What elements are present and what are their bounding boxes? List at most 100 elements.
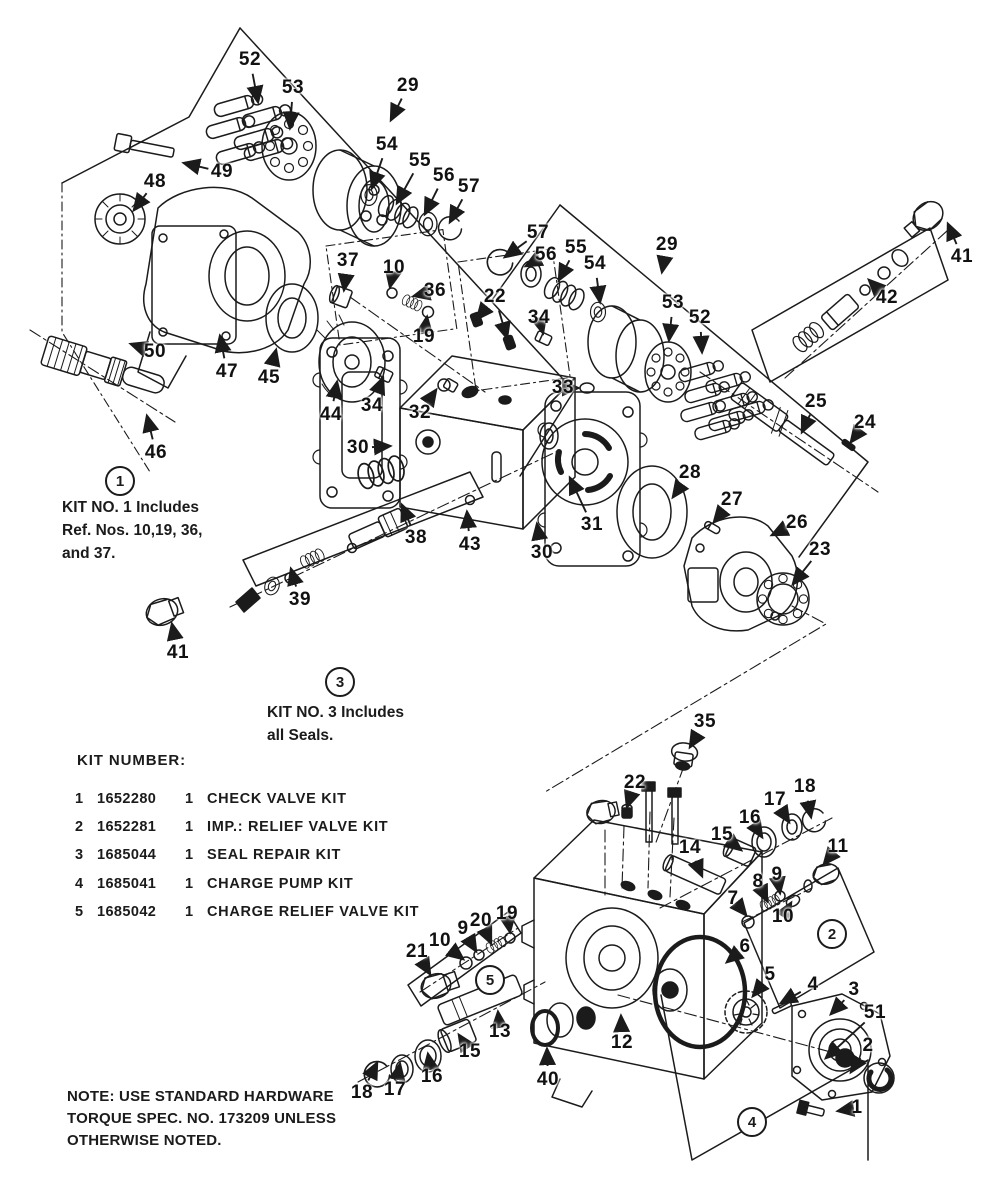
kit-table-cell: CHECK VALVE KIT <box>207 791 347 807</box>
kit-table-row: 2 1652281 1 IMP.: RELIEF VALVE KIT <box>75 819 419 847</box>
kit-table-cell: IMP.: RELIEF VALVE KIT <box>207 819 389 836</box>
part-callout-40: 40 <box>536 1069 560 1090</box>
part-callout-15: 15 <box>458 1041 482 1062</box>
part-callout-22: 22 <box>623 772 647 793</box>
part-callout-32: 32 <box>408 402 432 423</box>
part-callout-55: 55 <box>408 150 432 171</box>
kit-table-cell: 1685044 <box>97 847 157 864</box>
part-callout-41: 41 <box>950 246 974 267</box>
part-callout-2: 2 <box>862 1035 874 1056</box>
part-callout-10: 10 <box>771 906 795 927</box>
part-callout-19: 19 <box>495 903 519 924</box>
part-callout-29: 29 <box>396 75 420 96</box>
kit1-note: KIT NO. 1 Includes Ref. Nos. 10,19, 36, … <box>62 496 202 565</box>
kit3-note-line: all Seals. <box>267 727 334 744</box>
part-callout-51: 51 <box>863 1002 887 1023</box>
part-callout-36: 36 <box>423 280 447 301</box>
kit1-note-line: KIT NO. 1 Includes <box>62 499 199 516</box>
part-callout-56: 56 <box>432 165 456 186</box>
kit-table-cell: 1652281 <box>97 819 157 836</box>
hardware-note: NOTE: USE STANDARD HARDWARE TORQUE SPEC.… <box>67 1086 336 1152</box>
part-callout-35: 35 <box>693 711 717 732</box>
kit-table-cell: 1 <box>185 791 194 807</box>
kit-ref-circle-3: 3 <box>325 667 355 697</box>
part-callout-52: 52 <box>688 307 712 328</box>
part-callout-39: 39 <box>288 589 312 610</box>
part-callout-16: 16 <box>420 1066 444 1087</box>
part-callout-11: 11 <box>827 836 849 857</box>
kit-table-cell: 1 <box>185 819 194 836</box>
kit-table-cell: 1 <box>185 847 194 864</box>
kit-table-cell: 1652280 <box>97 791 157 807</box>
hardware-note-line: TORQUE SPEC. NO. 173209 UNLESS <box>67 1110 337 1127</box>
kit-table-cell: 1685041 <box>97 875 157 892</box>
part-callout-8: 8 <box>752 871 764 892</box>
part-callout-50: 50 <box>143 341 167 362</box>
kit-table-cell: 2 <box>75 819 84 836</box>
kit-table-cell: 4 <box>75 875 84 892</box>
part-callout-27: 27 <box>720 489 744 510</box>
part-callout-31: 31 <box>580 514 604 535</box>
kit-ref-circle-1: 1 <box>105 466 135 496</box>
part-callout-15: 15 <box>710 824 734 845</box>
part-callout-54: 54 <box>375 134 399 155</box>
part-callout-52: 52 <box>238 49 262 70</box>
part-callout-3: 3 <box>848 979 860 1000</box>
part-callout-30: 30 <box>346 437 370 458</box>
part-callout-14: 14 <box>678 837 702 858</box>
kit-ref-circle-2: 2 <box>817 919 847 949</box>
part-callout-56: 56 <box>534 244 558 265</box>
kit-ref-circle-4: 4 <box>737 1107 767 1137</box>
part-callout-54: 54 <box>583 253 607 274</box>
part-callout-10: 10 <box>382 257 406 278</box>
part-callout-53: 53 <box>281 77 305 98</box>
part-callout-4: 4 <box>807 974 819 995</box>
part-callout-49: 49 <box>210 161 234 182</box>
kit-table-cell: CHARGE RELIEF VALVE KIT <box>207 903 420 920</box>
part-callout-13: 13 <box>488 1021 512 1042</box>
hardware-note-line: NOTE: USE STANDARD HARDWARE <box>67 1088 334 1105</box>
part-callout-53: 53 <box>661 292 685 313</box>
part-callout-44: 44 <box>319 404 343 425</box>
part-callout-9: 9 <box>771 864 783 885</box>
part-callout-6: 6 <box>739 936 751 957</box>
part-callout-37: 37 <box>336 250 360 271</box>
kit-number-header: KIT NUMBER: <box>77 752 187 769</box>
part-callout-5: 5 <box>764 964 776 985</box>
kit-table-cell: 1685042 <box>97 903 157 920</box>
part-callout-9: 9 <box>457 918 469 939</box>
part-callout-19: 19 <box>412 326 436 347</box>
part-callout-7: 7 <box>727 888 739 909</box>
part-callout-26: 26 <box>785 512 809 533</box>
part-callout-25: 25 <box>804 391 828 412</box>
kit-table-cell: SEAL REPAIR KIT <box>207 847 342 864</box>
part-callout-41: 41 <box>166 642 190 663</box>
part-callout-30: 30 <box>530 542 554 563</box>
kit-ref-circle-5: 5 <box>475 965 505 995</box>
part-callout-38: 38 <box>404 527 428 548</box>
part-callout-18: 18 <box>350 1082 374 1103</box>
kit3-note-line: KIT NO. 3 Includes <box>267 704 404 721</box>
part-callout-17: 17 <box>383 1079 407 1100</box>
part-callout-17: 17 <box>763 789 787 810</box>
part-callout-18: 18 <box>793 776 817 797</box>
part-callout-21: 21 <box>405 941 429 962</box>
part-callout-16: 16 <box>738 807 762 828</box>
part-callout-22: 22 <box>483 286 507 307</box>
hardware-note-line: OTHERWISE NOTED. <box>67 1132 222 1149</box>
part-callout-34: 34 <box>360 395 384 416</box>
kit-table-cell: CHARGE PUMP KIT <box>207 875 354 892</box>
kit-table-cell: 3 <box>75 847 84 864</box>
part-callout-28: 28 <box>678 462 702 483</box>
part-callout-47: 47 <box>215 361 239 382</box>
part-callout-23: 23 <box>808 539 832 560</box>
kit-table-cell: 1 <box>185 903 194 920</box>
part-callout-48: 48 <box>143 171 167 192</box>
